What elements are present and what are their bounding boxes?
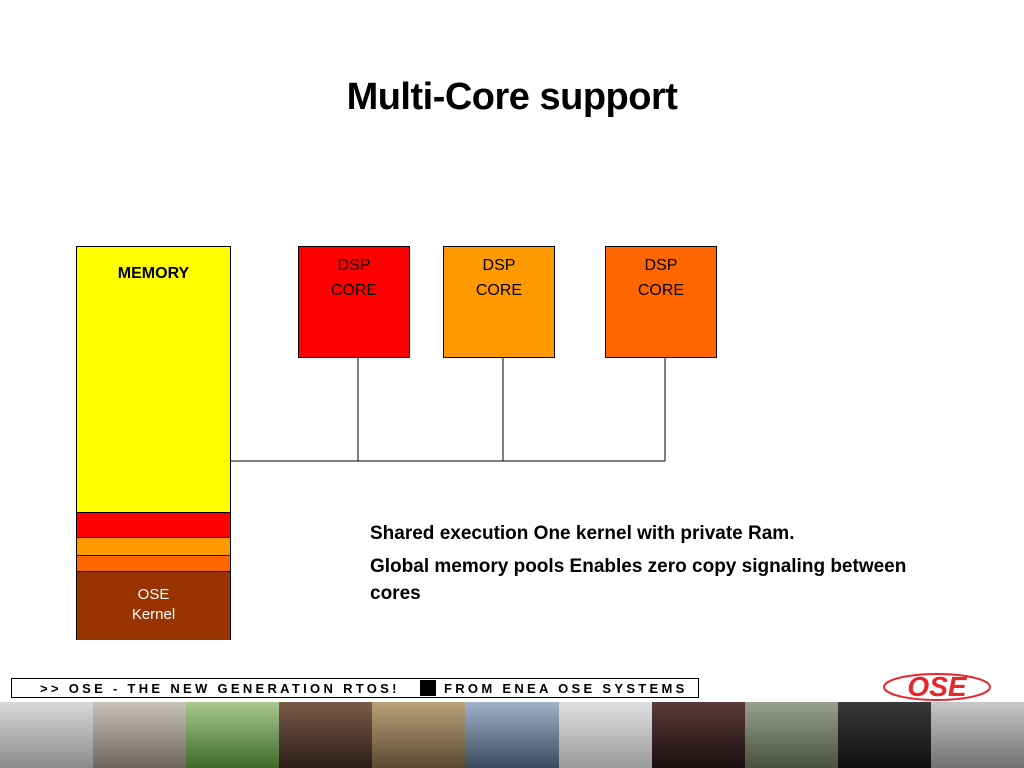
ose-kernel-region: OSE Kernel xyxy=(77,572,230,640)
ose-kernel-label-line2: Kernel xyxy=(131,606,176,623)
note-shared-execution: Shared execution One kernel with private… xyxy=(370,523,795,544)
dsp-core-1-label: DSP CORE xyxy=(299,253,409,303)
dsp-core-3-line1: DSP xyxy=(644,257,678,274)
ose-logo: OSE xyxy=(883,671,991,702)
dsp-core-2-line2: CORE xyxy=(475,282,523,299)
dsp-core-1: DSP CORE xyxy=(298,246,410,358)
memory-region-orange xyxy=(77,538,230,556)
dsp-core-3-line2: CORE xyxy=(637,282,685,299)
memory-label: MEMORY xyxy=(117,265,190,282)
dsp-core-2: DSP CORE xyxy=(443,246,555,358)
ose-kernel-label-line1: OSE xyxy=(137,586,170,603)
banner-separator-square xyxy=(420,680,436,696)
note-global-memory-pools: Global memory pools Enables zero copy si… xyxy=(370,556,907,604)
dsp-core-1-line1: DSP xyxy=(337,257,371,274)
memory-region-dark-orange xyxy=(77,556,230,572)
slide-title: Multi-Core support xyxy=(346,76,678,118)
banner-right-text: FROM ENEA OSE SYSTEMS xyxy=(444,680,688,696)
memory-region-red xyxy=(77,512,230,538)
banner-left-text: >> OSE - THE NEW GENERATION RTOS! xyxy=(40,680,400,696)
dsp-core-2-label: DSP CORE xyxy=(444,253,554,303)
dsp-core-2-line1: DSP xyxy=(482,257,516,274)
ose-kernel-label: OSE Kernel xyxy=(77,585,230,625)
notes-text: Shared execution One kernel with private… xyxy=(370,520,950,613)
photo-strip-decoration xyxy=(0,702,1024,768)
dsp-core-3-label: DSP CORE xyxy=(606,253,716,303)
ose-logo-text: OSE xyxy=(907,671,967,702)
dsp-core-1-line2: CORE xyxy=(330,282,378,299)
footer-banner: >> OSE - THE NEW GENERATION RTOS! FROM E… xyxy=(11,678,699,698)
memory-block: MEMORY OSE Kernel xyxy=(76,246,231,640)
dsp-core-3: DSP CORE xyxy=(605,246,717,358)
